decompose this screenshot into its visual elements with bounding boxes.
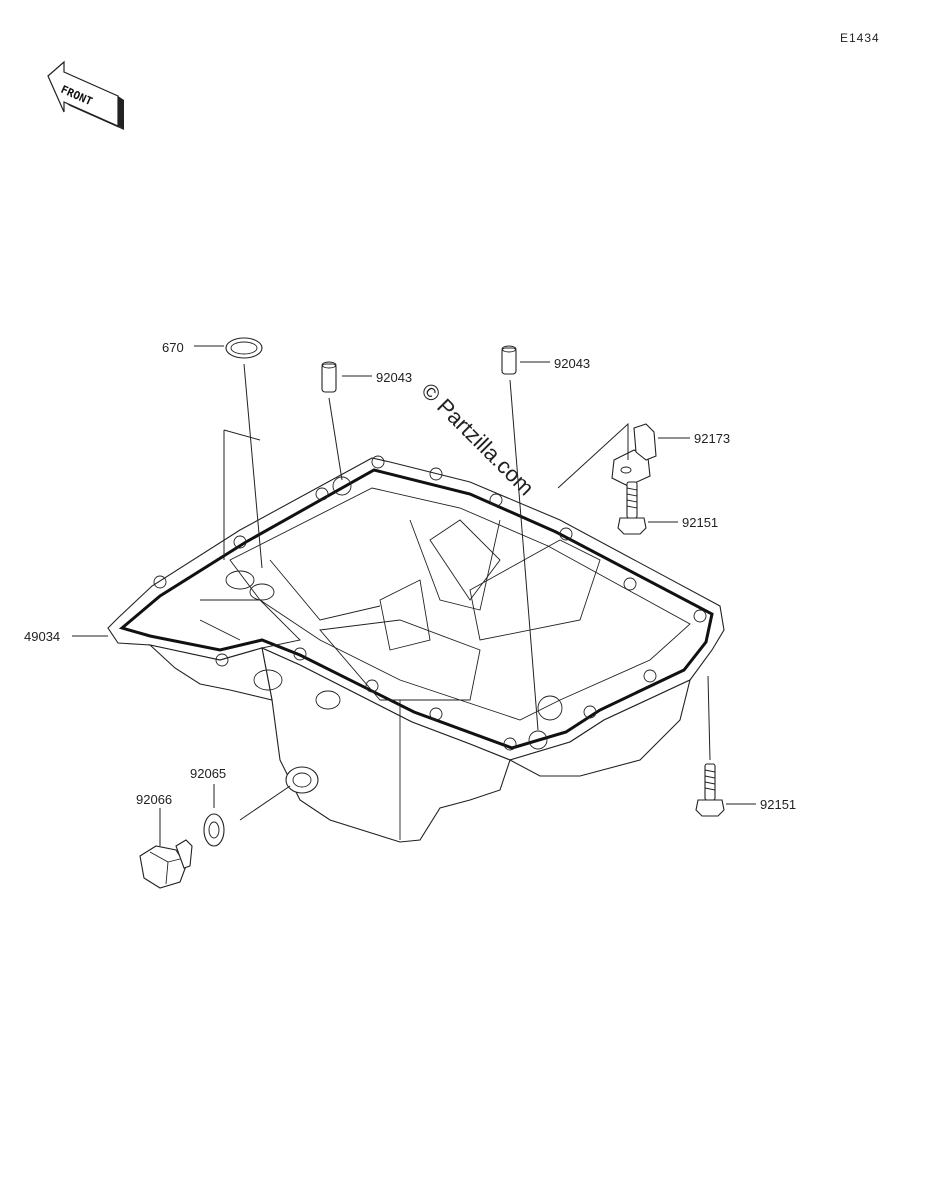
washer-label: 92065 bbox=[190, 766, 226, 781]
clamp-leader bbox=[557, 422, 629, 489]
oring-leader bbox=[243, 363, 263, 569]
dowel-left-label: 92043 bbox=[376, 370, 412, 385]
bolt-bottom-part bbox=[695, 763, 725, 817]
washer-part bbox=[203, 813, 225, 847]
clamp-part bbox=[611, 423, 657, 487]
bolt-bottom-label: 92151 bbox=[760, 797, 796, 812]
oring-axis-tick bbox=[223, 429, 261, 441]
drain-plug-label: 92066 bbox=[136, 792, 172, 807]
drain-plug-part bbox=[139, 839, 193, 889]
bolt-top-part bbox=[617, 481, 647, 535]
dowel-left-leader bbox=[328, 397, 343, 481]
front-arrow-icon: FRONT bbox=[47, 60, 124, 130]
washer-leader bbox=[239, 785, 291, 821]
bolt-bottom-leader bbox=[707, 675, 711, 761]
clamp-label: 92173 bbox=[694, 431, 730, 446]
oil-pan-label: 49034 bbox=[24, 629, 60, 644]
dowel-right-leader bbox=[509, 379, 539, 731]
oil-pan bbox=[107, 455, 725, 843]
dowel-left-part bbox=[321, 361, 337, 393]
oring-part bbox=[225, 337, 263, 359]
diagram-code: E1434 bbox=[840, 31, 880, 45]
dowel-right-part bbox=[501, 345, 517, 375]
oring-label: 670 bbox=[162, 340, 184, 355]
bolt-top-label: 92151 bbox=[682, 515, 718, 530]
dowel-right-label: 92043 bbox=[554, 356, 590, 371]
